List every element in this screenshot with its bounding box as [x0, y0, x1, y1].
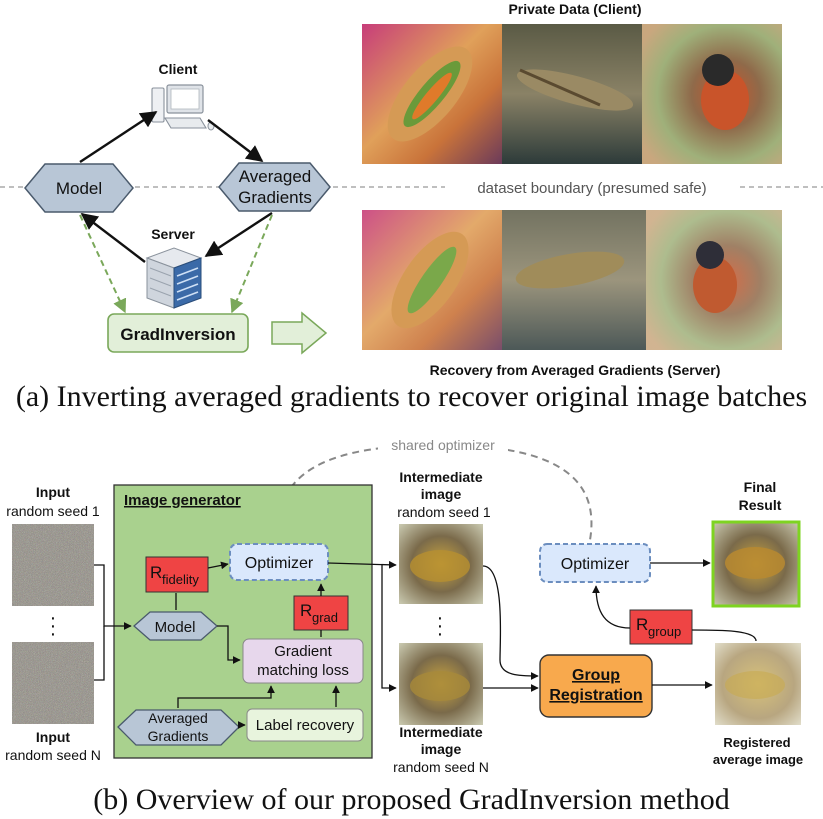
- computer-icon: [151, 84, 215, 131]
- optimizer-outer-label: Optimizer: [561, 556, 630, 573]
- r-grad-main: R: [300, 601, 312, 620]
- recovered-image-sandwich: [362, 210, 502, 350]
- caption-a: (a) Inverting averaged gradients to reco…: [15, 380, 808, 413]
- r-grad-sub: grad: [312, 610, 338, 625]
- line-inputn-to-model: [94, 626, 105, 681]
- gradient-matching-line2: matching loss: [257, 662, 349, 679]
- noise-texture-1: [12, 524, 94, 606]
- gradinversion-box: [107, 313, 249, 353]
- intermediate1-line2: image: [421, 486, 462, 502]
- arrow-gradients-to-gradinversion: [230, 214, 273, 314]
- arrow-model-to-gradinversion: [79, 214, 127, 314]
- inputn-line1: Input: [36, 729, 71, 745]
- optimizer-inner-label: Optimizer: [245, 555, 314, 572]
- r-fidelity-main: R: [150, 563, 162, 582]
- averaged-gradients-line2: Gradients: [238, 188, 312, 207]
- model-b-label: Model: [155, 619, 196, 636]
- server-label: Server: [151, 226, 195, 242]
- registered-line2: average image: [713, 752, 803, 767]
- averaged-gradients-line1: Averaged: [239, 167, 311, 186]
- recovery-title: Recovery from Averaged Gradients (Server…: [430, 362, 721, 378]
- intermediaten-line3: random seed N: [393, 759, 489, 775]
- shared-optimizer-bg: [378, 436, 508, 454]
- noise-texture-n: [12, 642, 94, 724]
- intermediate-dots-3: ·: [437, 623, 444, 645]
- arrow-gradients-to-loss: [177, 685, 275, 708]
- arrow-rfidelity-to-optimizer: [207, 561, 229, 570]
- block-arrow: [271, 311, 328, 355]
- arrow-model-to-client: [79, 110, 158, 164]
- r-fidelity-box: [145, 556, 209, 593]
- r-group-main: R: [636, 615, 648, 634]
- caption-b: (b) Overview of our proposed GradInversi…: [93, 783, 730, 816]
- server-icon: [145, 247, 203, 309]
- image-generator-title: Image generator: [124, 492, 241, 509]
- private-image-grasshopper: [502, 24, 642, 164]
- final-line2: Result: [739, 497, 782, 513]
- private-data-title: Private Data (Client): [508, 1, 641, 17]
- registered-line1: Registered: [723, 735, 790, 750]
- arrow-optimizer-to-intermediaten: [381, 564, 397, 692]
- intermediate-image-1-bee: [410, 550, 470, 582]
- intermediate1-line1: Intermediate: [399, 469, 482, 485]
- boundary-label: dataset boundary (presumed safe): [477, 180, 706, 197]
- arrow-input1-to-model: [94, 564, 132, 630]
- r-fidelity-sub: fidelity: [162, 572, 199, 587]
- arrow-gradients-to-server: [204, 211, 273, 258]
- input-dots-3: ·: [50, 623, 57, 645]
- gradient-matching-line1: Gradient: [274, 643, 332, 660]
- input1-line1: Input: [36, 484, 71, 500]
- r-group-box: [629, 609, 693, 645]
- model-label: Model: [56, 179, 102, 198]
- averaged-b-line1: Averaged: [148, 710, 208, 726]
- gradinversion-label: GradInversion: [120, 325, 235, 344]
- optimizer-box-outer: [539, 543, 651, 583]
- final-image-bee: [725, 547, 785, 579]
- recovered-image-robin: [646, 210, 782, 350]
- client-label: Client: [159, 61, 198, 77]
- intermediate-dots-2: ·: [437, 615, 444, 637]
- private-image-sandwich: [362, 24, 502, 164]
- model-hexagon: [24, 163, 134, 213]
- label-recovery-box: [246, 708, 364, 742]
- inputn-line2: random seed N: [5, 747, 101, 763]
- group-registration-box: [539, 654, 653, 718]
- intermediate1-line3: random seed 1: [397, 504, 491, 520]
- input1-line2: random seed 1: [6, 503, 100, 519]
- intermediaten-line1: Intermediate: [399, 724, 482, 740]
- arrow-client-to-gradients: [207, 119, 264, 163]
- r-group-sub: group: [648, 624, 681, 639]
- intermediate-dots-1: ·: [437, 607, 444, 629]
- input-dots-1: ·: [50, 607, 57, 629]
- averaged-b-line2: Gradients: [148, 728, 209, 744]
- averaged-gradients-hexagon: [218, 162, 331, 212]
- arrow-rgroup-to-optimizer: [592, 585, 631, 629]
- arrow-server-to-model: [80, 212, 146, 263]
- intermediate-image-n-bee: [410, 671, 470, 701]
- group-line1: Group: [572, 667, 620, 684]
- input-dots-2: ·: [50, 615, 57, 637]
- registered-image-bee: [725, 671, 785, 699]
- arrow-intermediate1-to-group: [482, 565, 539, 680]
- label-recovery-label: Label recovery: [256, 717, 355, 734]
- gradient-matching-box: [242, 638, 364, 684]
- private-image-robin: [642, 24, 782, 164]
- intermediaten-line2: image: [421, 741, 462, 757]
- shared-optimizer-label: shared optimizer: [391, 437, 495, 453]
- optimizer-box-inner: [229, 543, 329, 581]
- arrow-model-to-loss: [217, 625, 241, 664]
- group-line2: Registration: [549, 687, 642, 704]
- recovered-image-grasshopper: [502, 210, 646, 350]
- line-registered-to-rgroup: [691, 629, 757, 642]
- arrow-optimizer-to-intermediate1: [327, 560, 397, 569]
- final-line1: Final: [744, 479, 777, 495]
